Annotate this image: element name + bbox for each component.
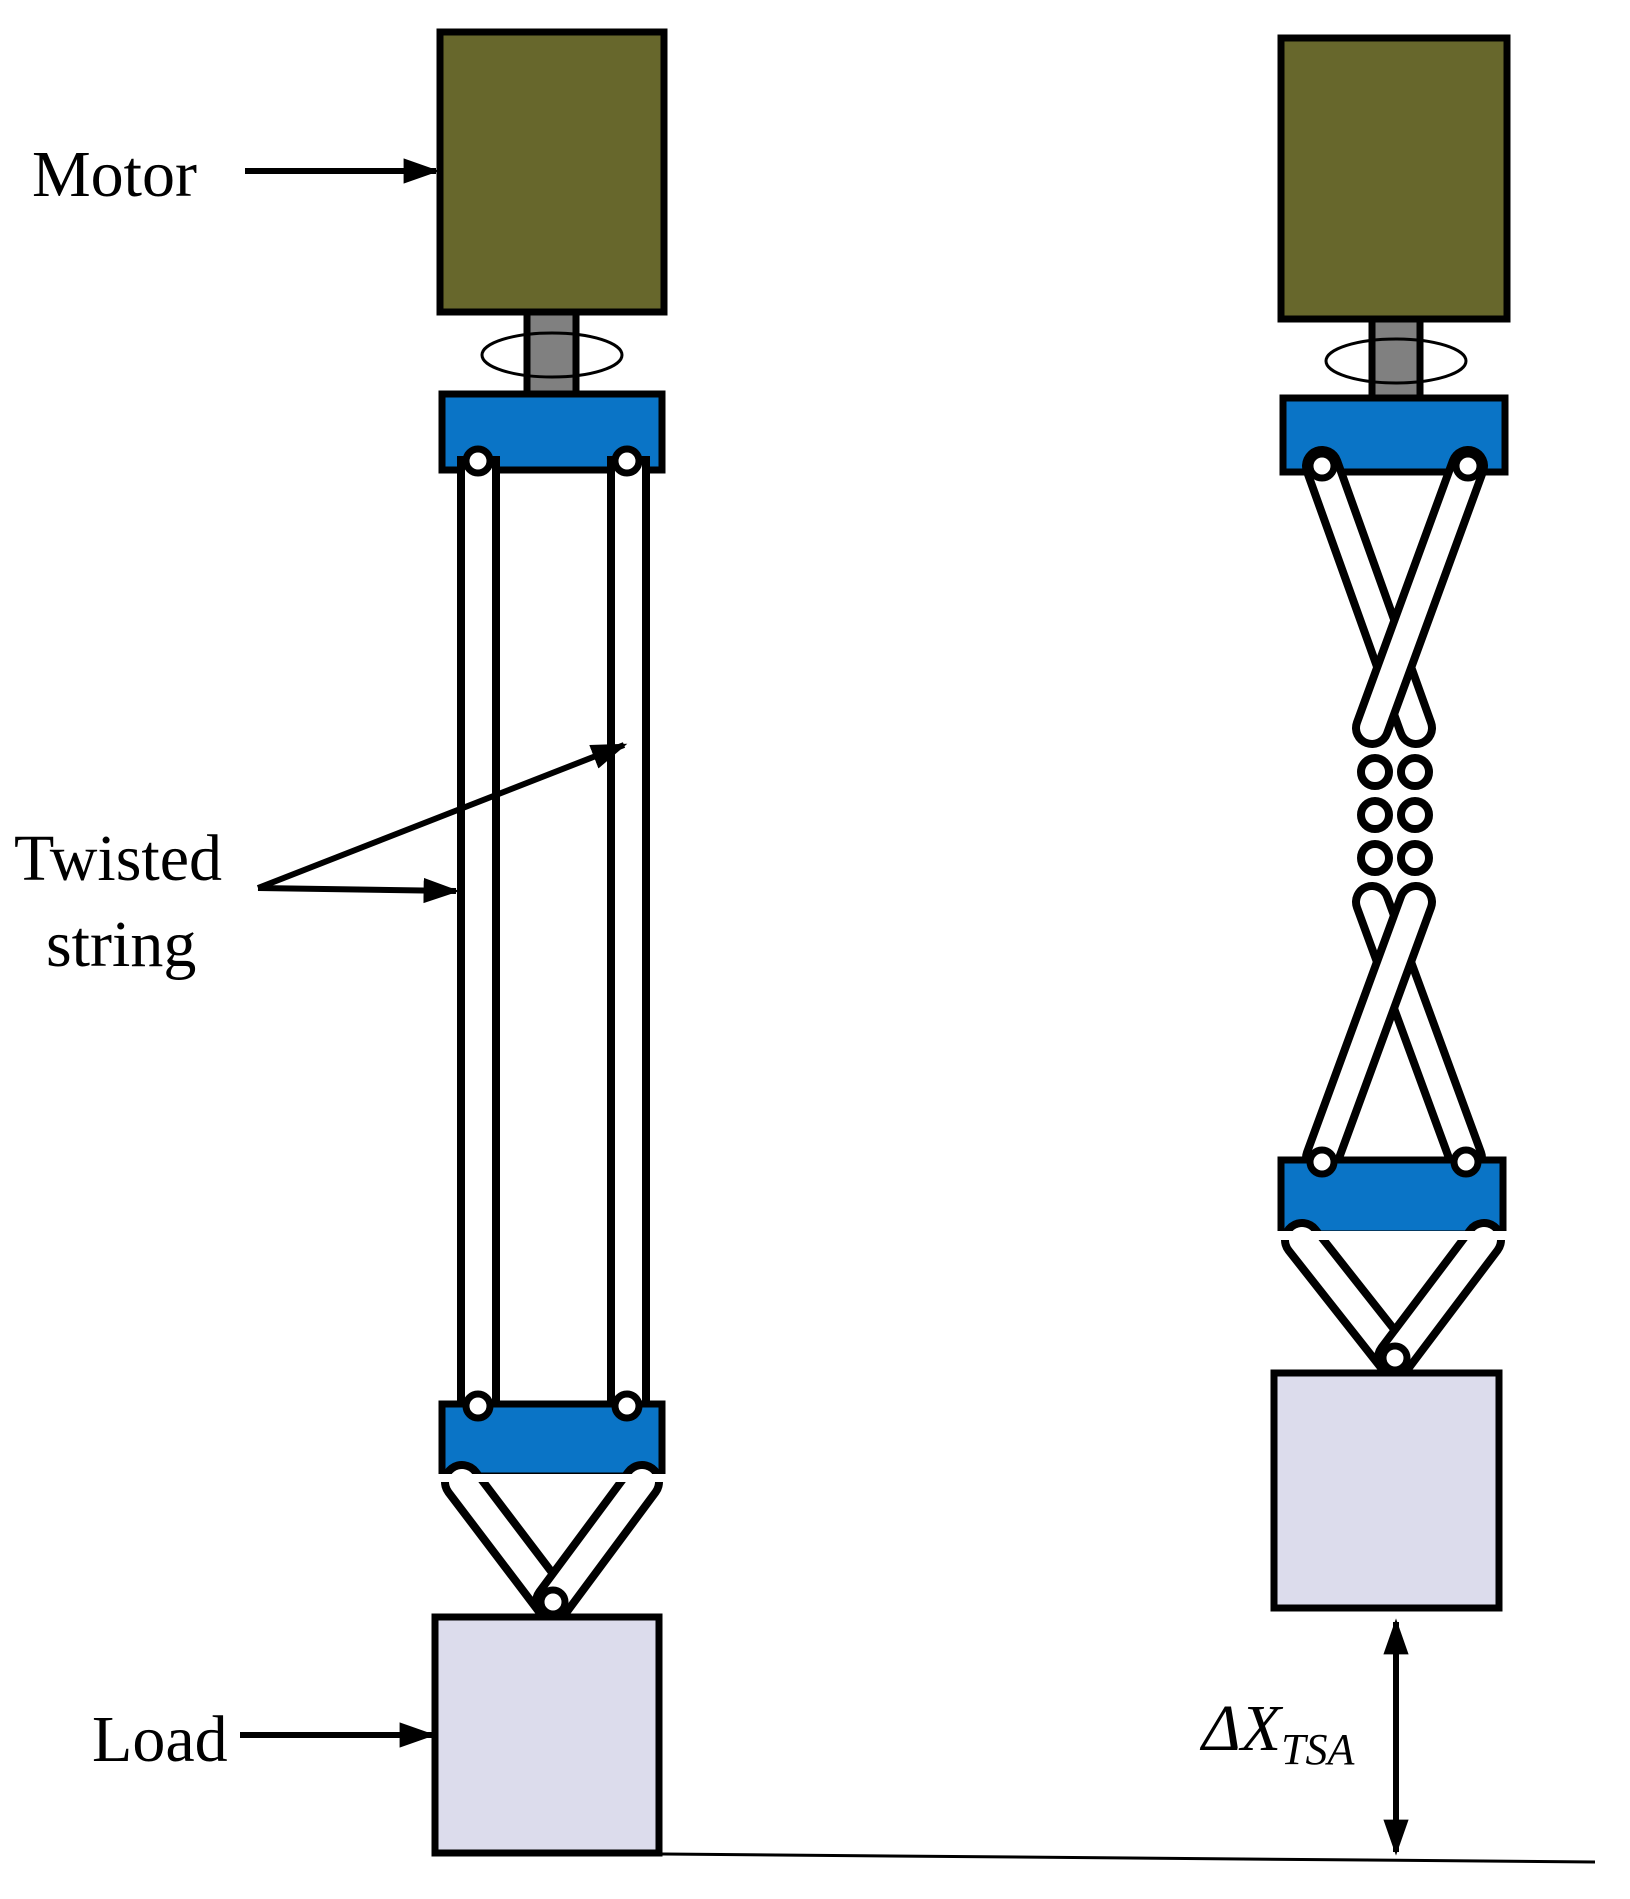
string-left <box>457 456 500 1414</box>
motor-shaft <box>1368 315 1424 402</box>
string-right <box>607 456 650 1414</box>
load-label: Load <box>92 1703 228 1776</box>
delta-x-tsa-label: ΔXTSA <box>1199 1692 1356 1774</box>
load-box <box>431 1613 663 1857</box>
delta-x-symbol: ΔX <box>1199 1692 1284 1765</box>
untwisted-actuator <box>431 28 668 1857</box>
twisted-string-pointer-arrow <box>256 742 628 891</box>
load-box <box>1270 1369 1503 1612</box>
motor-box <box>1277 34 1511 323</box>
load-strap <box>438 1461 666 1623</box>
rotation-arrow-icon <box>480 331 624 379</box>
motor-label: Motor <box>32 138 197 211</box>
twisted-string-upper <box>1302 446 1488 748</box>
string-pins <box>1306 450 1484 1178</box>
string-pins <box>462 445 643 1422</box>
rotation-arrow-icon <box>1324 337 1468 385</box>
delta-x-subscript: TSA <box>1281 1725 1355 1774</box>
twisted-string-label-line2: string <box>46 908 196 981</box>
twisted-string-knot <box>1357 754 1433 876</box>
twisted-string-lower <box>1302 882 1486 1178</box>
twisted-string-label-line1: Twisted <box>14 822 222 895</box>
twisted-actuator <box>1270 34 1511 1612</box>
ground-line <box>544 1851 1596 1864</box>
load-strap <box>1277 1219 1507 1379</box>
motor-shaft <box>523 308 580 398</box>
motor-box <box>436 28 668 316</box>
twisted-string-pointer-arrow <box>257 877 460 904</box>
